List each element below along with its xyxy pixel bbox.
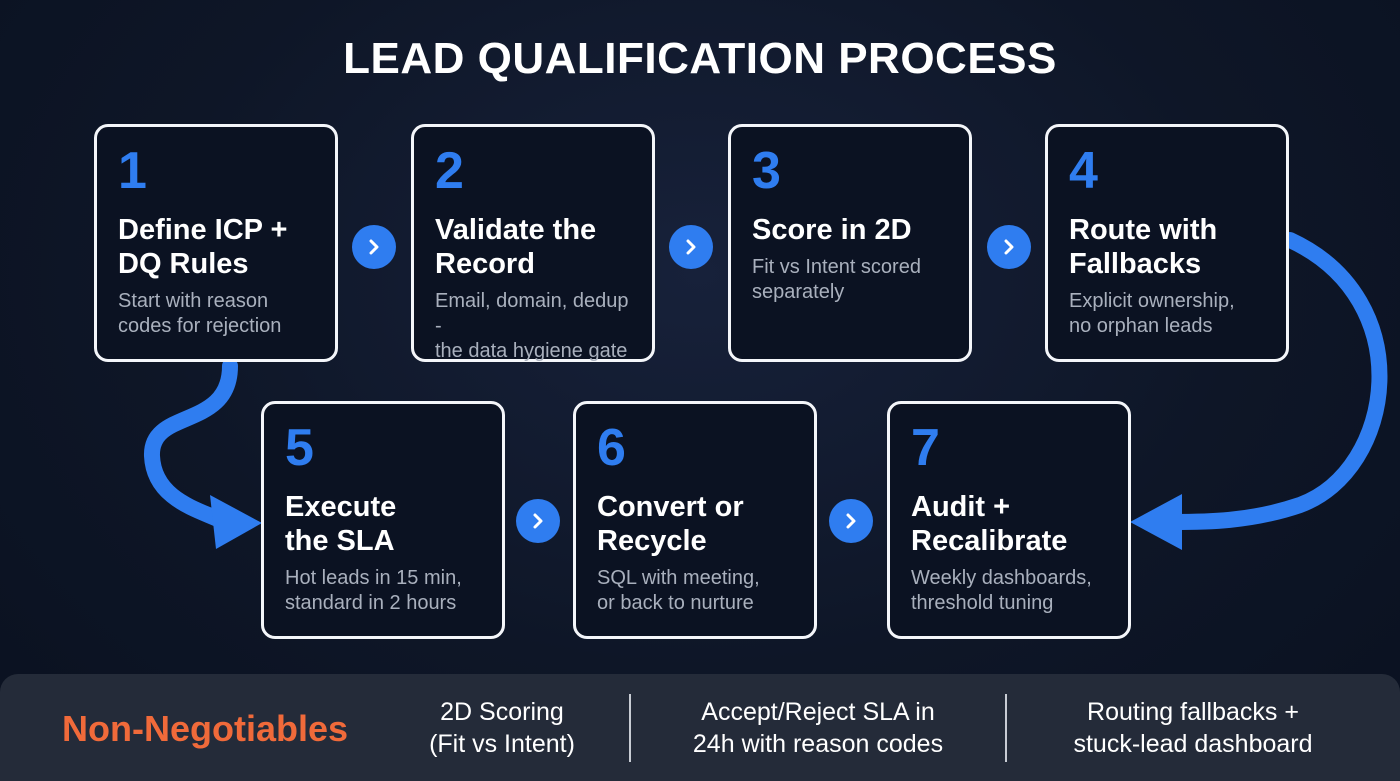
step-number: 5: [285, 419, 314, 477]
step-description: Weekly dashboards, threshold tuning: [911, 567, 1092, 614]
non-negotiable-item: 2D Scoring (Fit vs Intent): [429, 698, 575, 758]
step-description: Fit vs Intent scored separately: [752, 256, 921, 303]
divider: [1005, 694, 1007, 762]
step-heading: Audit + Recalibrate: [911, 491, 1068, 557]
step-description: Start with reason codes for rejection: [118, 290, 282, 337]
step-card-2: 2 Validate the Record Email, domain, ded…: [411, 124, 655, 362]
non-negotiables-label: Non-Negotiables: [62, 708, 349, 749]
step-description: Explicit ownership, no orphan leads: [1069, 290, 1235, 337]
step-heading: Validate the Record: [435, 214, 597, 280]
step-description: Email, domain, dedup - the data hygiene …: [435, 290, 629, 362]
chevron-right-icon: [669, 225, 713, 269]
step-description: SQL with meeting, or back to nurture: [597, 567, 760, 614]
step-heading: Define ICP + DQ Rules: [118, 214, 288, 280]
step-number: 7: [911, 419, 940, 477]
page-title: LEAD QUALIFICATION PROCESS: [343, 34, 1057, 83]
step-card-3: 3 Score in 2D Fit vs Intent scored separ…: [728, 124, 972, 362]
step-number: 3: [752, 142, 781, 200]
chevron-right-icon: [987, 225, 1031, 269]
step-number: 4: [1069, 142, 1098, 200]
non-negotiable-item: Accept/Reject SLA in 24h with reason cod…: [692, 698, 944, 758]
chevron-right-icon: [829, 499, 873, 543]
non-negotiables-bar: Non-Negotiables 2D Scoring (Fit vs Inten…: [0, 674, 1400, 781]
step-card-5: 5 Execute the SLA Hot leads in 15 min, s…: [261, 401, 505, 639]
divider: [629, 694, 631, 762]
step-number: 1: [118, 142, 147, 200]
step-heading: Route with Fallbacks: [1069, 214, 1218, 280]
chevron-right-icon: [352, 225, 396, 269]
non-negotiable-item: Routing fallbacks + stuck-lead dashboard: [1073, 698, 1313, 758]
step-heading: Execute the SLA: [285, 491, 397, 557]
step-description: Hot leads in 15 min, standard in 2 hours: [285, 567, 462, 614]
step-heading: Convert or Recycle: [597, 491, 744, 557]
step-heading: Score in 2D: [752, 214, 912, 246]
step-card-7: 7 Audit + Recalibrate Weekly dashboards,…: [887, 401, 1131, 639]
chevron-right-icon: [516, 499, 560, 543]
step-card-1: 1 Define ICP + DQ Rules Start with reaso…: [94, 124, 338, 362]
step-card-4: 4 Route with Fallbacks Explicit ownershi…: [1045, 124, 1289, 362]
step-card-6: 6 Convert or Recycle SQL with meeting, o…: [573, 401, 817, 639]
step-number: 2: [435, 142, 464, 200]
curved-arrow-icon: [144, 358, 262, 549]
step-number: 6: [597, 419, 626, 477]
